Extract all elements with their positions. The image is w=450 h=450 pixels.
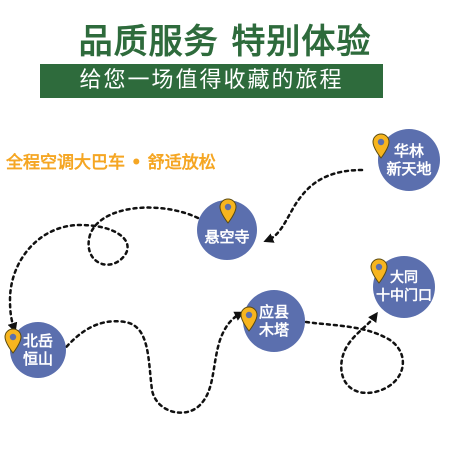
- location-pin-icon: [372, 133, 390, 159]
- subtitle-banner: 给您一场值得收藏的旅程: [40, 64, 383, 98]
- stop-label-line2: 十中门口: [376, 288, 432, 304]
- location-pin-icon: [240, 306, 258, 332]
- stop-label-line1: 应县: [258, 303, 289, 321]
- location-pin-icon: [4, 328, 22, 354]
- stop-label-line1: 大同: [390, 270, 418, 286]
- stop-label-line2: 木塔: [258, 321, 289, 339]
- route-segment-3: [60, 311, 245, 414]
- stop-beiyue-hengshan: 北岳 恒山: [10, 322, 66, 378]
- slogan-text: 全程空调大巴车 • 舒适放松: [6, 153, 216, 173]
- stop-label-line1: 悬空寺: [204, 228, 250, 246]
- route-segment-4: [304, 311, 405, 395]
- stop-label-line2: 恒山: [22, 350, 53, 368]
- location-pin-icon: [370, 258, 388, 284]
- stop-label-line1: 北岳: [22, 332, 53, 350]
- stop-label-line2: 新天地: [386, 160, 432, 178]
- route-segment-2: [7, 206, 200, 333]
- page-title: 品质服务 特别体验: [78, 22, 372, 62]
- route-segment-1: [263, 168, 364, 243]
- stop-label-line1: 华林: [393, 142, 424, 160]
- location-pin-icon: [219, 198, 237, 224]
